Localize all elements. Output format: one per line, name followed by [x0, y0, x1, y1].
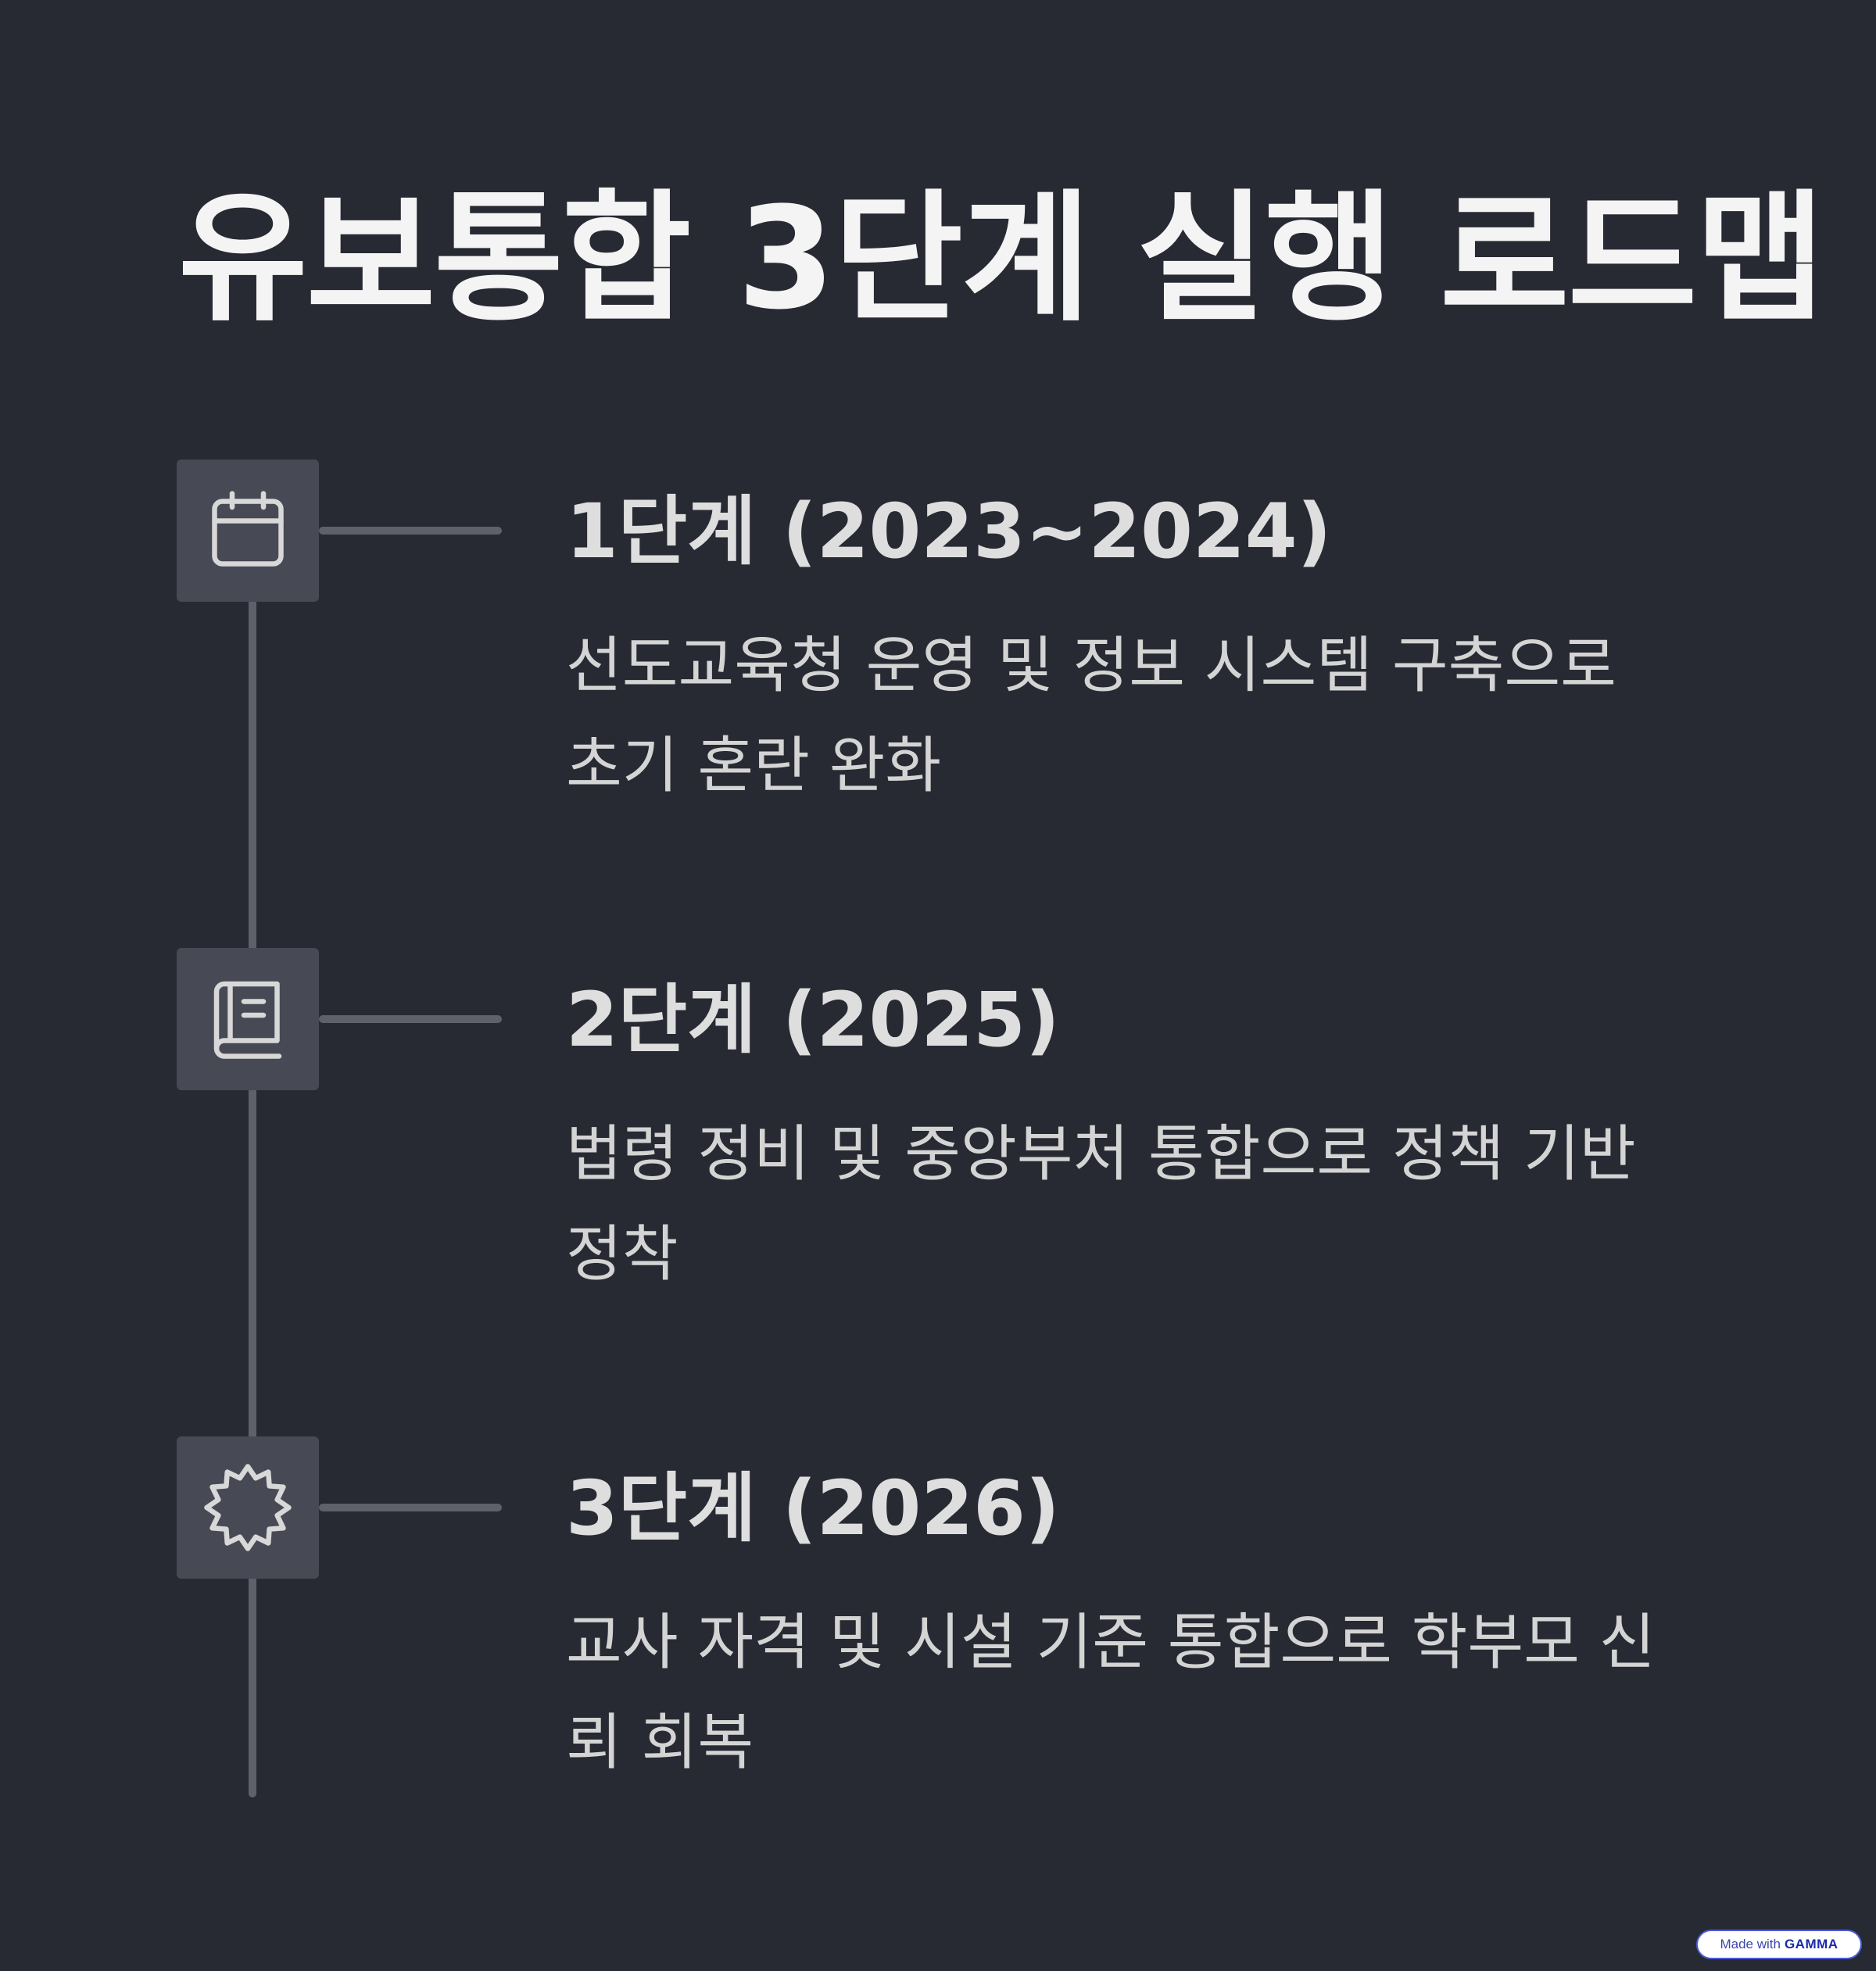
badge-icon: [204, 1464, 292, 1551]
badge-prefix: Made with: [1720, 1937, 1781, 1951]
book-icon: [213, 981, 282, 1059]
step-2: 2단계 (2025) 법령 정비 및 중앙부처 통합으로 정책 기반 정착: [0, 948, 1876, 1386]
step-2-icon-box: [177, 948, 319, 1090]
calendar-icon: [212, 491, 284, 567]
made-with-gamma-badge[interactable]: Made with GAMMA: [1696, 1930, 1862, 1959]
page-title: 유보통합 3단계 실행 로드맵: [178, 177, 1825, 341]
step-1-description: 선도교육청 운영 및 정보 시스템 구축으로 초기 혼란 완화: [566, 631, 1616, 801]
step-1: 1단계 (2023~2024) 선도교육청 운영 및 정보 시스템 구축으로 초…: [0, 460, 1876, 897]
step-3-title: 3단계 (2026): [566, 1465, 1060, 1552]
gamma-logo: GAMMA: [1784, 1937, 1838, 1951]
step-1-connector: [319, 527, 502, 535]
step-1-icon-box: [177, 460, 319, 602]
step-3-description: 교사 자격 및 시설 기준 통합으로 학부모 신뢰 회복: [566, 1608, 1656, 1778]
step-2-title: 2단계 (2025): [566, 976, 1060, 1064]
step-3: 3단계 (2026) 교사 자격 및 시설 기준 통합으로 학부모 신뢰 회복: [0, 1436, 1876, 1874]
step-3-icon-box: [177, 1436, 319, 1579]
step-2-connector: [319, 1015, 502, 1023]
step-2-description: 법령 정비 및 중앙부처 통합으로 정책 기반 정착: [566, 1119, 1636, 1290]
timeline-line: [249, 531, 256, 1798]
step-3-connector: [319, 1504, 502, 1511]
step-1-title: 1단계 (2023~2024): [566, 488, 1332, 575]
